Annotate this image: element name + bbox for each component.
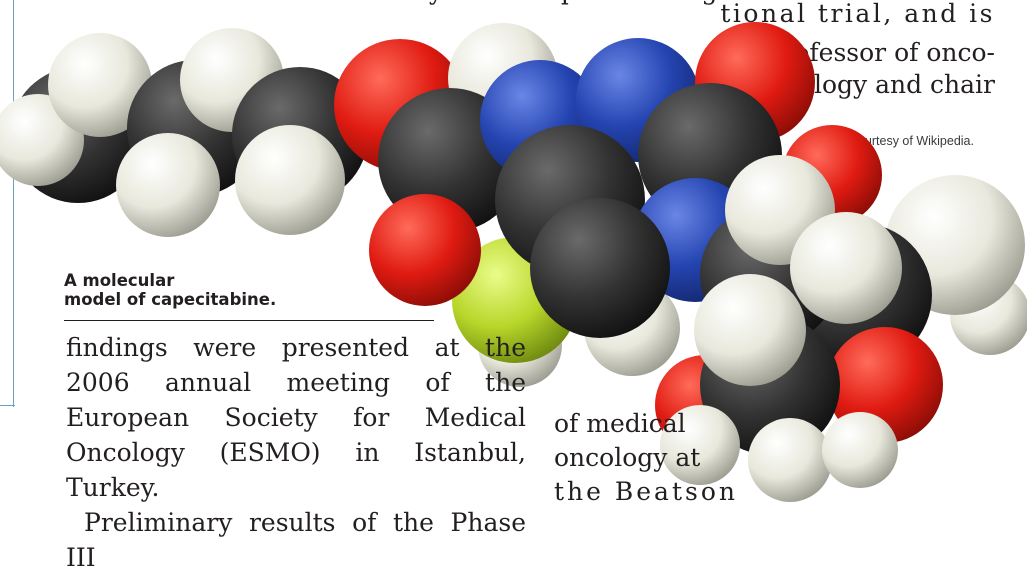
atom-group-sugar — [655, 155, 1025, 502]
body-paragraph-1: findings were presented at the 2006 annu… — [66, 333, 526, 502]
top-cut-text: analytical and practical significance — [375, 0, 832, 9]
image-credit: Courtesy of Wikipedia. — [848, 134, 974, 148]
atom-oxygen — [369, 194, 481, 306]
atom-hydrogen — [48, 33, 152, 137]
body-column: findings were presented at the 2006 annu… — [66, 330, 526, 575]
atom-group-alkyl-chain — [0, 28, 466, 237]
side-line-1: of medical — [554, 409, 686, 438]
atom-hydrogen — [790, 212, 902, 324]
column-rule-vertical — [13, 0, 14, 407]
figure-caption: A molecular model of capecitabine. — [64, 271, 434, 309]
side-line-2: oncology at — [554, 443, 701, 472]
atom-hydrogen — [660, 405, 740, 485]
right-column-line-3: logy and chair — [813, 70, 995, 99]
caption-line-1: A molecular — [64, 271, 175, 290]
caption-line-2: model of capecitabine. — [64, 290, 277, 309]
column-rule-horizontal — [0, 405, 15, 406]
capecitabine-molecule-illustration — [0, 22, 1027, 502]
body-paragraph-2: Preliminary results of the Phase III — [66, 508, 526, 572]
side-line-3: the Beatson — [554, 477, 738, 506]
caption-rule — [64, 320, 434, 321]
atom-hydrogen — [694, 274, 806, 386]
atom-hydrogen — [235, 125, 345, 235]
side-column: of medical oncology at the Beatson — [554, 407, 738, 509]
atom-hydrogen — [822, 412, 898, 488]
atom-hydrogen — [116, 133, 220, 237]
atom-carbon — [530, 198, 670, 338]
atom-group-back — [452, 125, 1027, 387]
atom-hydrogen — [748, 418, 832, 502]
